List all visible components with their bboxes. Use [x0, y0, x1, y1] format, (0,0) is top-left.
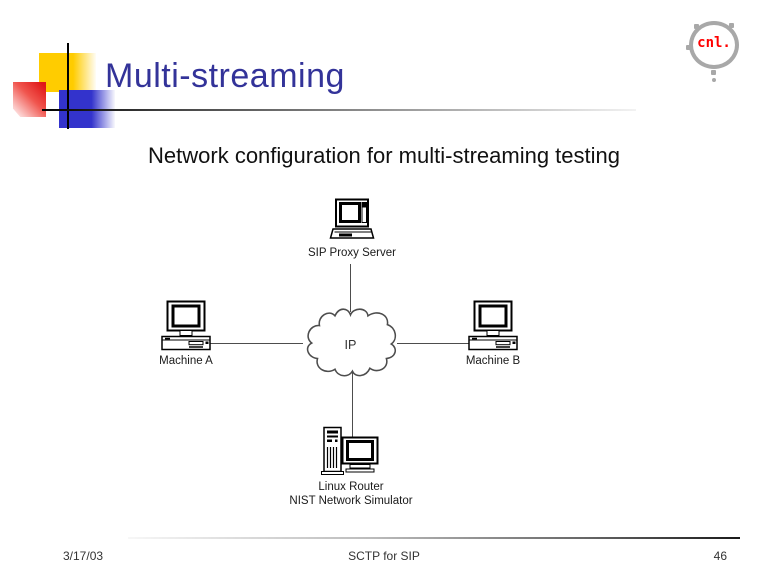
node-machine-a: Machine A — [126, 300, 246, 367]
logo-dot-icon — [686, 45, 691, 50]
deco-red-square — [13, 82, 46, 117]
desktop-computer-icon — [468, 300, 518, 351]
deco-vertical-line — [67, 43, 69, 129]
slide-subtitle: Network configuration for multi-streamin… — [148, 143, 620, 168]
footer-title: SCTP for SIP — [348, 549, 420, 563]
logo-dot-icon — [729, 23, 734, 28]
tower-computer-icon — [321, 426, 379, 475]
node-label: Machine A — [159, 355, 213, 367]
edge-machineb-cloud — [397, 343, 469, 344]
desktop-computer-icon — [161, 300, 211, 351]
workstation-computer-icon — [329, 198, 375, 239]
title-underline — [42, 109, 636, 111]
logo-dot-icon — [711, 70, 716, 75]
node-label: Linux Router — [318, 481, 384, 493]
node-label: SIP Proxy Server — [308, 247, 396, 259]
logo-dot-icon — [712, 78, 716, 82]
node-label: Machine B — [465, 355, 521, 367]
logo-ring-icon — [689, 21, 739, 69]
node-sublabel: NIST Network Simulator — [289, 495, 413, 507]
node-sip-proxy-server: SIP Proxy Server — [292, 198, 412, 259]
footer-date: 3/17/03 — [63, 549, 104, 563]
footer-rule — [128, 537, 740, 539]
cloud-label: IP — [345, 338, 357, 352]
logo-dot-icon — [694, 24, 699, 29]
edge-sipproxy-cloud — [350, 264, 351, 312]
node-machine-b: Machine B — [433, 300, 553, 367]
cnl-logo: cnl. — [686, 21, 739, 82]
edge-machinea-cloud — [209, 343, 303, 344]
slide-title: Multi-streaming — [105, 57, 345, 95]
network-cloud-icon: IP — [306, 308, 397, 377]
edge-router-cloud — [352, 372, 353, 440]
logo-text: cnl. — [697, 35, 731, 51]
footer-page-number: 46 — [713, 549, 727, 563]
node-linux-router: Linux Router NIST Network Simulator — [266, 426, 436, 507]
